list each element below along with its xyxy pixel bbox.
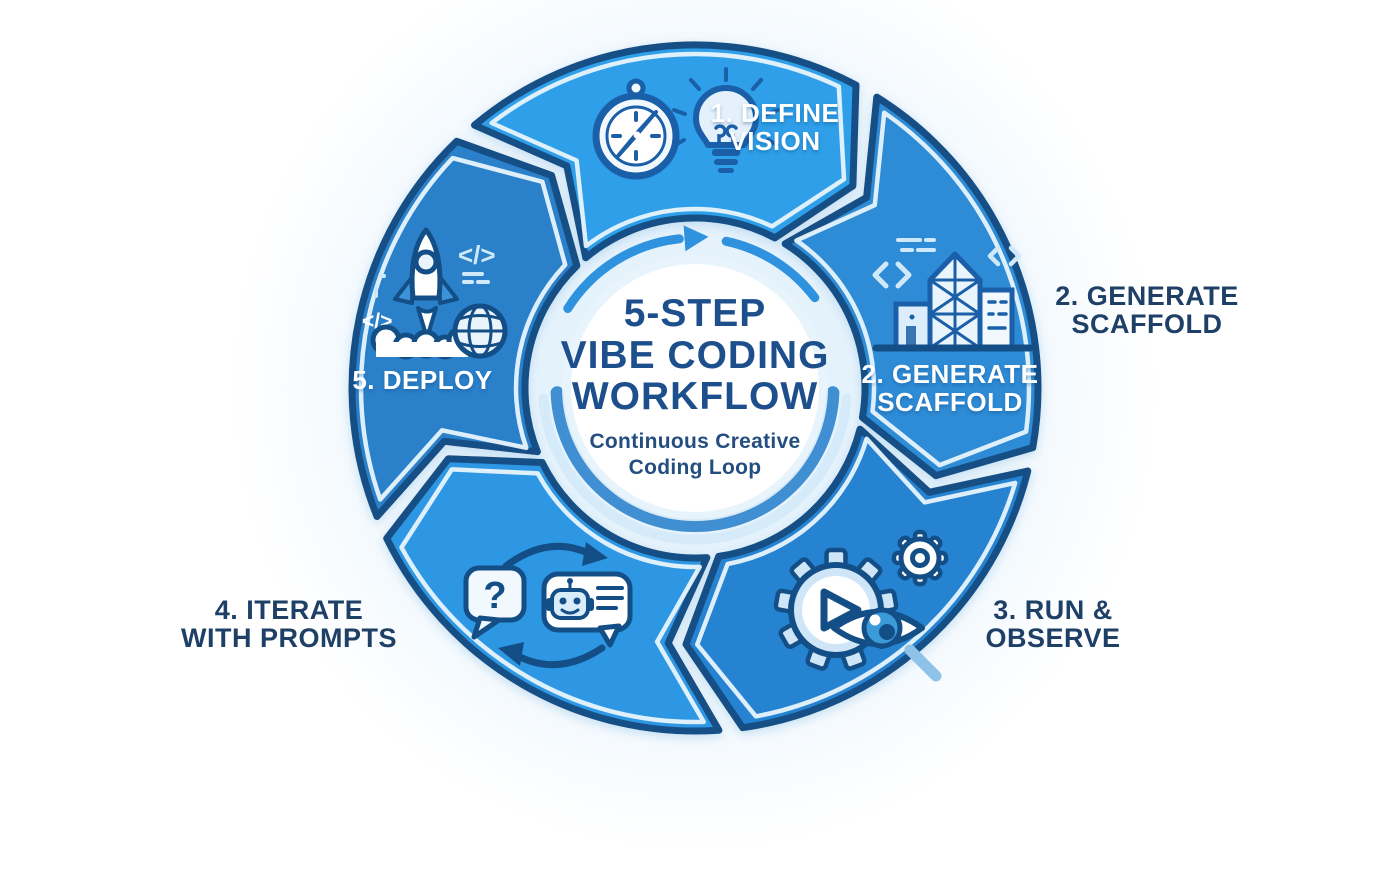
run-observe-icon-group — [773, 529, 949, 682]
iterate-prompts-icon-group: ? — [463, 542, 633, 669]
scaffold-building-icon — [872, 251, 1034, 352]
generate-scaffold-icon-group — [872, 238, 1034, 352]
step-label-run-observe: 3. RUN & OBSERVE — [953, 596, 1153, 653]
step-label-line: SCAFFOLD — [877, 387, 1023, 418]
play-icon — [820, 588, 862, 632]
cycle-arrows-icon — [498, 542, 608, 669]
question-bubble-icon: ? — [463, 565, 527, 640]
step-label-line: 4. ITERATE — [214, 595, 364, 625]
wheel-segment-highlight — [358, 155, 568, 502]
compass-icon — [592, 78, 680, 180]
step-label-line: 2. GENERATE — [861, 359, 1039, 389]
globe-icon — [452, 303, 508, 359]
diagram-title-line: VIBE CODING — [560, 333, 830, 377]
diagram-title-line: WORKFLOW — [571, 375, 819, 419]
step-label-deploy: 5. DEPLOY — [330, 366, 515, 394]
step-label-generate-scaffold-inner: 2. GENERATE SCAFFOLD — [850, 360, 1050, 416]
hub-rings — [538, 386, 852, 545]
code-brackets-icon — [987, 245, 1022, 267]
step-label-line: VISION — [729, 126, 821, 157]
diagram-title-line: 5-STEP — [623, 292, 767, 335]
step-label-generate-scaffold-outer: 2. GENERATE SCAFFOLD — [1022, 282, 1272, 339]
step-label-define-vision: 1. DEFINE VISION — [675, 99, 875, 155]
wheel-hub — [562, 255, 828, 521]
wheel-segment-generate-scaffold — [781, 93, 1042, 480]
step-label-line: 2. GENERATE — [1055, 281, 1239, 311]
step-label-line: 1. DEFINE — [710, 98, 840, 128]
step-label-line: OBSERVE — [985, 623, 1121, 654]
code-lines-decoration — [374, 272, 490, 298]
loop-arc-arrow-icon — [563, 225, 820, 313]
define-vision-icon-group — [592, 67, 780, 180]
step-label-line: SCAFFOLD — [1071, 309, 1223, 340]
wheel-segment-highlight — [694, 436, 1018, 719]
wheel-segment-highlight — [399, 467, 706, 725]
code-brackets-icon: </> — [458, 240, 496, 270]
robot-chat-icon — [541, 571, 633, 648]
lightbulb-icon — [672, 67, 780, 173]
eye-icon — [831, 607, 925, 649]
step-label-iterate-prompts: 4. ITERATE WITH PROMPTS — [164, 596, 414, 653]
wheel-segment-highlight — [794, 110, 1032, 468]
magnifier-handle-icon — [904, 644, 942, 682]
code-lines-decoration — [896, 238, 936, 252]
step-label-line: 5. DEPLOY — [352, 365, 493, 395]
diagram-title-block: 5-STEP VIBE CODING WORKFLOW Continuous C… — [495, 293, 895, 480]
workflow-diagram: ? </> </> — [164, 0, 1272, 888]
step-label-line: WITH PROMPTS — [181, 623, 397, 654]
diagram-subtitle-line: Continuous Creative — [589, 430, 801, 454]
gear-icon — [891, 529, 949, 587]
wheel-segment-highlight — [489, 51, 847, 249]
diagram-subtitle: Continuous Creative Coding Loop — [495, 429, 895, 480]
svg-text:?: ? — [483, 575, 506, 617]
code-brackets-icon — [872, 261, 912, 289]
diagram-subtitle-line: Coding Loop — [628, 455, 762, 479]
svg-text:</>: </> — [458, 240, 496, 270]
deploy-icon-group: </> </> — [362, 227, 508, 360]
step-label-line: 3. RUN & — [993, 595, 1113, 625]
rocket-icon — [370, 227, 474, 360]
